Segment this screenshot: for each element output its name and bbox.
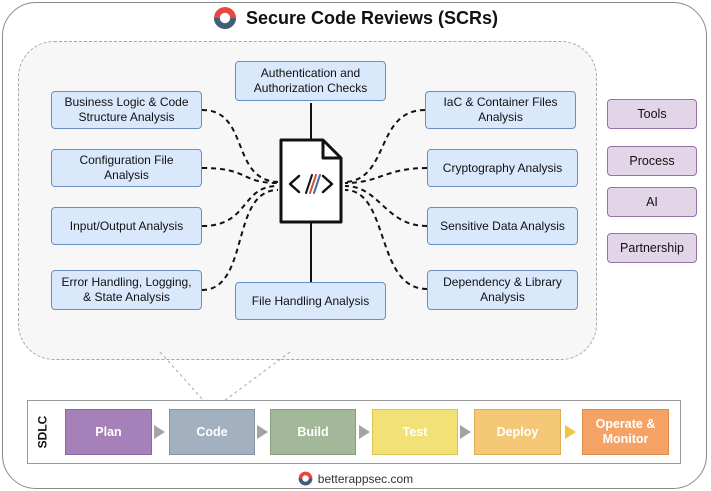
title-bar: Secure Code Reviews (SCRs) [0, 6, 711, 30]
connector-input-output [201, 185, 279, 227]
connector-sensitive [344, 185, 428, 227]
side-item-partnership: Partnership [607, 233, 697, 263]
footer-logo-icon [298, 471, 313, 486]
footer-link[interactable]: betterappsec.com [317, 471, 414, 486]
business-logic-box: Business Logic & Code Structure Analysis [51, 91, 202, 129]
sdlc-stage-code: Code [169, 409, 255, 455]
arrow-test-deploy [460, 425, 471, 439]
sdlc-stage-deploy: Deploy [474, 409, 561, 455]
file-handling-box: File Handling Analysis [235, 282, 386, 320]
arrow-code-build [257, 425, 268, 439]
side-item-ai: AI [607, 187, 697, 217]
page-title: Secure Code Reviews (SCRs) [245, 7, 499, 28]
sdlc-stage-build: Build [270, 409, 356, 455]
sdlc-stage-plan: Plan [65, 409, 152, 455]
callout-line-left [159, 351, 213, 411]
code-file-icon [279, 138, 343, 224]
dependency-library-box: Dependency & Library Analysis [427, 270, 578, 310]
sdlc-stage-test: Test [372, 409, 458, 455]
sdlc-stage-operate-monitor: Operate & Monitor [582, 409, 669, 455]
arrow-plan-code [154, 425, 165, 439]
connector-crypto [344, 167, 428, 184]
footer: betterappsec.com [0, 471, 711, 486]
error-handling-box: Error Handling, Logging, & State Analysi… [51, 270, 202, 310]
configuration-file-box: Configuration File Analysis [51, 149, 202, 187]
connector-config [201, 167, 279, 184]
side-item-tools: Tools [607, 99, 697, 129]
logo-icon [213, 7, 236, 29]
connector-business-logic [201, 109, 279, 183]
connector-iac [344, 109, 426, 183]
cryptography-box: Cryptography Analysis [427, 149, 578, 187]
sensitive-data-box: Sensitive Data Analysis [427, 207, 578, 245]
iac-container-box: IaC & Container Files Analysis [425, 91, 576, 129]
arrow-deploy-operate [565, 425, 576, 439]
callout-line-right [211, 351, 291, 411]
connector-error-handling [201, 189, 279, 291]
side-item-process: Process [607, 146, 697, 176]
input-output-box: Input/Output Analysis [51, 207, 202, 245]
arrow-build-test [359, 425, 370, 439]
authn-authz-box: Authentication and Authorization Checks [235, 61, 386, 101]
